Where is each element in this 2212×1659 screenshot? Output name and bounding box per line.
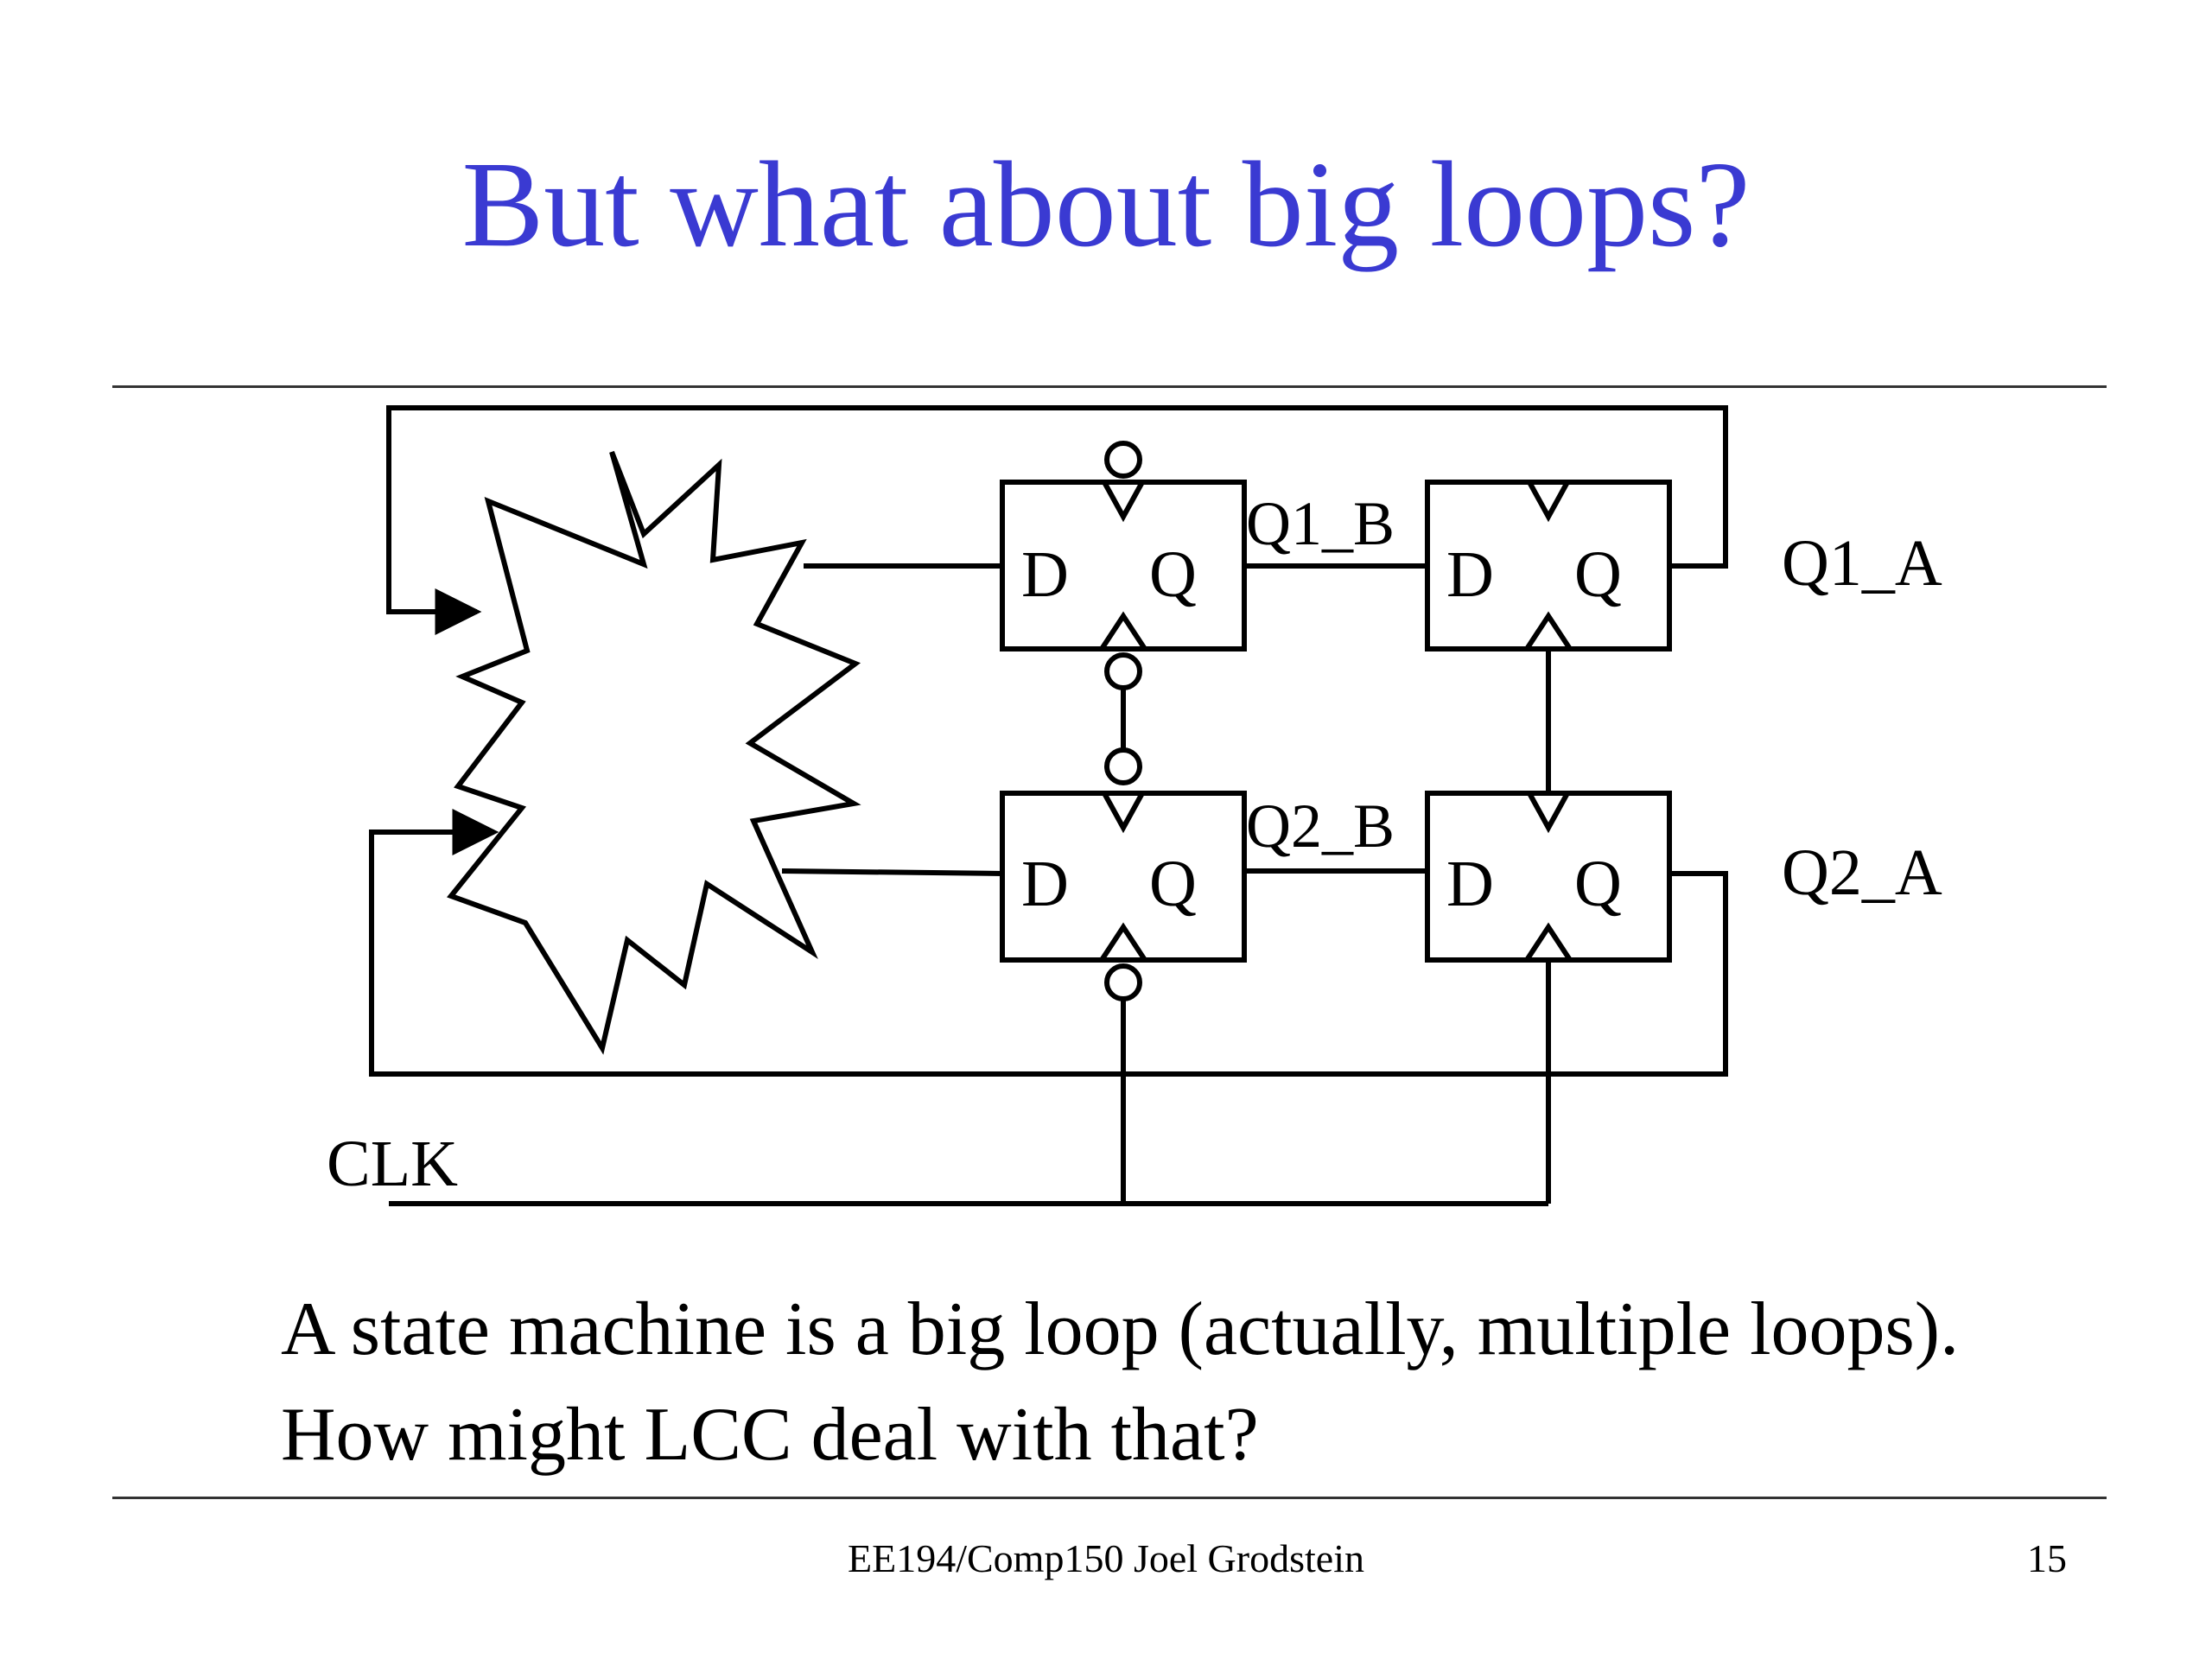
flipflop-q2-b-d-label: D: [1021, 848, 1069, 920]
flipflop-q1-a-q-label: Q: [1574, 538, 1622, 611]
slide-title: But what about big loops?: [461, 136, 1751, 272]
inversion-bubble: [1104, 963, 1142, 1001]
inversion-bubble: [1104, 747, 1142, 785]
flipflop-q2-a-q-label: Q: [1574, 848, 1622, 920]
slide-caption: A state machine is a big loop (actually,…: [281, 1287, 1960, 1477]
flipflop-q1-b-q-label: Q: [1149, 538, 1197, 611]
flipflop-q2-b: [1000, 791, 1247, 963]
top-divider: [112, 385, 2107, 388]
net-label-q1-b: Q1_B: [1246, 489, 1395, 558]
net-label-clk: CLK: [327, 1128, 458, 1200]
slide-footer: EE194/Comp150 Joel Grodstein: [848, 1536, 1364, 1580]
net-label-q2-b: Q2_B: [1246, 791, 1395, 861]
flipflop-q1-a-d-label: D: [1446, 538, 1494, 611]
page-number: 15: [2027, 1536, 2067, 1580]
net-label-q1-a: Q1_A: [1782, 527, 1942, 600]
bottom-divider: [112, 1497, 2107, 1499]
flipflop-q1-b-d-label: D: [1021, 538, 1069, 611]
flipflop-q2-b-q-label: Q: [1149, 848, 1197, 920]
flipflop-q2-a-d-label: D: [1446, 848, 1494, 920]
combinational-logic-burst: [447, 450, 861, 1055]
inversion-bubble: [1104, 441, 1142, 479]
net-label-q2-a: Q2_A: [1782, 836, 1942, 909]
inversion-bubble: [1104, 652, 1142, 690]
